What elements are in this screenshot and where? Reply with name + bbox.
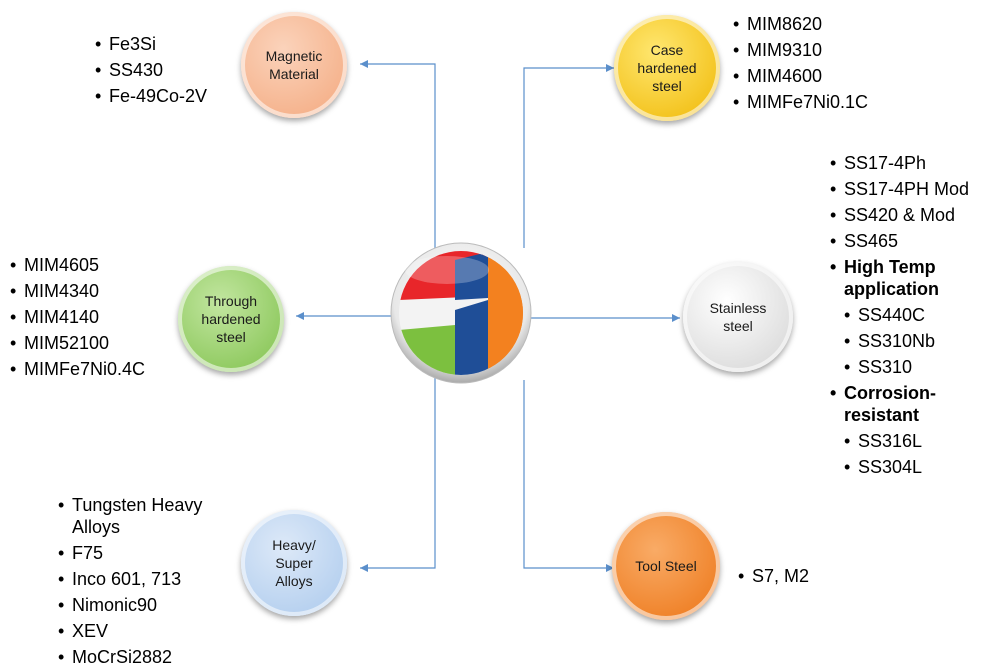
list-item: S7, M2 (738, 563, 809, 589)
node-magnetic-label: Magnetic Material (265, 47, 323, 82)
list-item: MIM9310 (733, 37, 868, 63)
node-tool-steel: Tool Steel (612, 512, 720, 620)
connector-tool-steel (523, 380, 614, 572)
list-item: SS420 & Mod (830, 202, 988, 228)
list-item: MIM52100 (10, 330, 145, 356)
list-item: SS17-4Ph (830, 150, 988, 176)
list-item: MIMFe7Ni0.1C (733, 89, 868, 115)
list-item: SS310Nb (830, 328, 988, 354)
list-item: SS304L (830, 454, 988, 480)
list-item: MIMFe7Ni0.4C (10, 356, 145, 382)
list-item: Inco 601, 713 (58, 566, 238, 592)
list-item: MIM4340 (10, 278, 145, 304)
list-item: SS440C (830, 302, 988, 328)
list-heading-corrosion-resistant: Corrosion-resistant (830, 382, 954, 426)
list-item: Nimonic90 (58, 592, 238, 618)
list-item: MIM8620 (733, 11, 868, 37)
list-item: MIM4600 (733, 63, 868, 89)
node-case-hardened-steel: Case hardened steel (614, 15, 720, 121)
list-through-hardened-steels: MIM4605 MIM4340 MIM4140 MIM52100 MIMFe7N… (10, 252, 145, 382)
list-heavy-super-alloys: Tungsten Heavy Alloys F75 Inco 601, 713 … (58, 494, 238, 670)
list-item: MIM4605 (10, 252, 145, 278)
node-case-hardened-label: Case hardened steel (637, 41, 697, 95)
node-through-hardened-steel: Through hardened steel (178, 266, 284, 372)
connector-case-hardened (523, 64, 614, 248)
list-stainless-steels: SS17-4Ph SS17-4PH Mod SS420 & Mod SS465 … (830, 150, 988, 480)
list-item: Fe-49Co-2V (95, 83, 207, 109)
connector-heavy-super (360, 378, 436, 572)
node-tool-steel-label: Tool Steel (635, 557, 697, 574)
list-item: MIM4140 (10, 304, 145, 330)
node-heavy-super-alloys: Heavy/ Super Alloys (241, 510, 347, 616)
list-item: SS310 (830, 354, 988, 380)
connector-magnetic (360, 60, 436, 250)
list-item: SS17-4PH Mod (830, 176, 988, 202)
node-through-hardened-label: Through hardened steel (201, 292, 261, 346)
list-item: SS316L (830, 428, 988, 454)
list-magnetic-materials: Fe3Si SS430 Fe-49Co-2V (95, 31, 207, 109)
list-item: Fe3Si (95, 31, 207, 57)
node-stainless-steel: Stainless steel (683, 262, 793, 372)
list-item: XEV (58, 618, 238, 644)
list-item: Tungsten Heavy Alloys (58, 494, 238, 538)
node-magnetic-material: Magnetic Material (241, 12, 347, 118)
list-case-hardened-steels: MIM8620 MIM9310 MIM4600 MIMFe7Ni0.1C (733, 11, 868, 115)
list-tool-steels: S7, M2 (738, 563, 809, 589)
node-heavy-super-label: Heavy/ Super Alloys (272, 536, 316, 590)
list-item: MoCrSi2882 (58, 644, 238, 670)
list-heading-high-temp: High Temp application (830, 256, 988, 300)
list-item: F75 (58, 540, 238, 566)
list-item: SS465 (830, 228, 988, 254)
list-item: SS430 (95, 57, 207, 83)
node-stainless-label: Stainless steel (709, 299, 767, 334)
company-logo (390, 242, 532, 384)
